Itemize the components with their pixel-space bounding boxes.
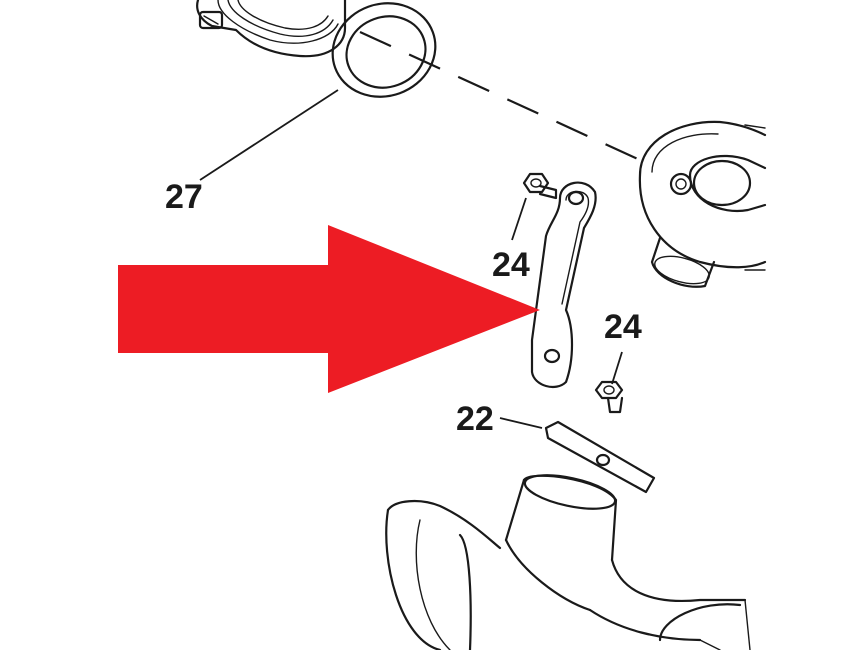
leader-24-lower <box>611 351 623 385</box>
bolt-upper <box>522 172 558 200</box>
leader-27 <box>199 89 339 181</box>
center-line <box>359 30 641 162</box>
leader-22 <box>499 417 543 429</box>
intake-pipe <box>385 474 751 650</box>
callout-24-lower: 24 <box>604 308 642 346</box>
red-arrow <box>118 225 540 393</box>
callout-27: 27 <box>165 178 203 216</box>
bracket-hole-top <box>567 190 585 206</box>
gasket-ring <box>331 2 437 98</box>
callout-22: 22 <box>456 400 494 438</box>
bolt-lower <box>594 380 624 414</box>
turbo-housing <box>638 120 767 288</box>
clamp-block <box>544 420 656 494</box>
callout-24-upper: 24 <box>492 246 530 284</box>
bracket-hole-bottom <box>543 348 561 364</box>
hose-clamp-band <box>196 0 347 58</box>
leader-24-upper <box>511 197 527 241</box>
bracket-strap <box>530 181 597 389</box>
